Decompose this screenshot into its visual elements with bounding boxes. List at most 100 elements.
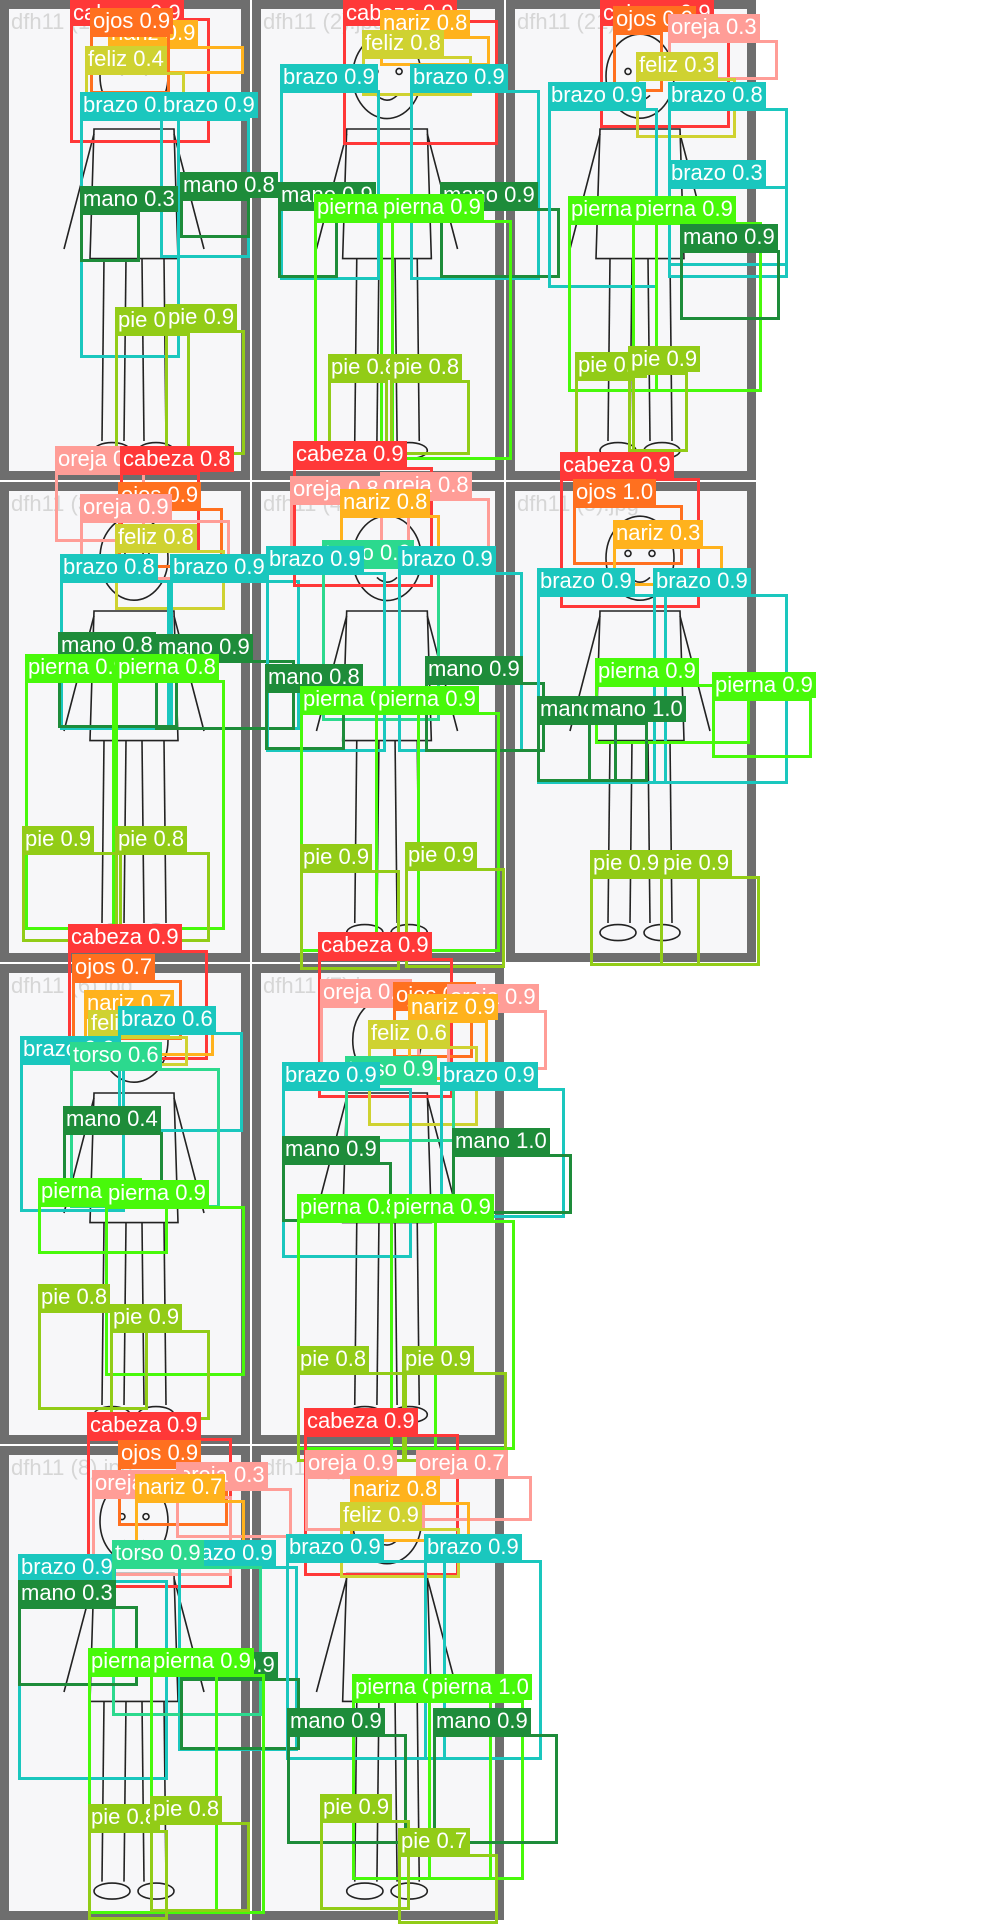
bbox-pie [88, 1830, 168, 1920]
bbox-label: mano 0.3 [80, 186, 178, 212]
bbox-label: ojos 0.9 [90, 8, 174, 34]
bbox-label: pie 0.9 [110, 1304, 183, 1330]
bbox-label: brazo 0.9 [424, 1534, 522, 1560]
bbox-mano [440, 208, 560, 278]
bbox-mano [452, 1154, 572, 1214]
bbox-mano [180, 198, 250, 238]
bbox-mano [155, 660, 295, 730]
bbox-brazo [668, 186, 788, 266]
bbox-label: pie 0.8 [88, 1804, 161, 1830]
bbox-label: brazo 0.9 [398, 546, 496, 572]
bbox-brazo [266, 572, 386, 752]
bbox-label: pie 0.9 [628, 346, 701, 372]
bbox-pierna [632, 222, 762, 392]
bbox-label: pierna 0.9 [712, 672, 816, 698]
bbox-label: nariz 0.8 [350, 1476, 441, 1502]
bbox-mano [537, 722, 617, 782]
bbox-label: pierna 0.9 [105, 1180, 209, 1206]
bbox-label: pie 0.9 [22, 826, 95, 852]
bbox-label: torso 0.9 [112, 1540, 204, 1566]
bbox-pie [590, 876, 700, 966]
bbox-pie [38, 1310, 148, 1410]
bbox-label: mano 0.4 [63, 1106, 161, 1132]
bbox-label: mano 0.9 [680, 224, 778, 250]
bbox-pierna [390, 1220, 515, 1450]
bbox-pie [660, 876, 760, 966]
bbox-label: feliz 0.3 [636, 52, 718, 78]
bbox-label: pierna 0.8 [297, 1194, 401, 1220]
bbox-label: brazo 0.9 [537, 568, 635, 594]
bbox-label: mano 0.9 [433, 1708, 531, 1734]
bbox-pie [390, 380, 470, 455]
bbox-label: oreja 0.7 [416, 1450, 508, 1476]
bbox-label: pierna 0.9 [632, 196, 736, 222]
bbox-label: ojos 0.7 [72, 954, 156, 980]
bbox-pierna [428, 1700, 524, 1880]
bbox-label: pie 0.8 [390, 354, 463, 380]
bbox-torso [112, 1566, 262, 1716]
bbox-label: feliz 0.9 [340, 1502, 422, 1528]
bbox-label: brazo 0.9 [80, 92, 178, 118]
bbox-label: cabeza 0.9 [560, 452, 674, 478]
bbox-label: mano 1.0 [588, 696, 686, 722]
bbox-label: brazo 0.9 [18, 1554, 116, 1580]
bbox-label: feliz 0.8 [362, 30, 444, 56]
bbox-label: torso 0.6 [70, 1042, 162, 1068]
bbox-label: ojos 0.9 [118, 1440, 202, 1466]
bbox-brazo [537, 594, 667, 784]
bbox-label: mano 0.8 [58, 632, 156, 658]
bbox-torso [345, 1082, 455, 1142]
bbox-label: mano 1.0 [452, 1128, 550, 1154]
bbox-pie [165, 330, 245, 455]
bbox-pierna [150, 1674, 265, 1914]
bbox-brazo [410, 90, 540, 280]
bbox-label: brazo 0.9 [548, 82, 646, 108]
bbox-label: brazo 0.9 [653, 568, 751, 594]
bbox-label: oreja 0.3 [668, 14, 760, 40]
bbox-label: brazo 0.9 [440, 1062, 538, 1088]
bbox-label: pierna 0.9 [595, 658, 699, 684]
bbox-label: brazo 0.8 [668, 82, 766, 108]
bbox-mano [433, 1734, 558, 1844]
bbox-label: pierna 0.8 [115, 654, 219, 680]
bbox-label: pie 0.8 [328, 354, 401, 380]
bbox-label: brazo 0.6 [118, 1006, 216, 1032]
bbox-pie [405, 868, 505, 968]
bbox-label: brazo 0.9 [286, 1534, 384, 1560]
bbox-torso [322, 566, 440, 721]
bbox-label: brazo 0.9 [280, 64, 378, 90]
bbox-label: pie 0.8 [150, 1796, 223, 1822]
bbox-pierna [375, 712, 500, 952]
bbox-pierna [712, 698, 812, 758]
bbox-label: pie 0.9 [590, 850, 663, 876]
bbox-mano [680, 250, 780, 320]
bbox-label: pierna 0.9 [390, 1194, 494, 1220]
bbox-pie [575, 378, 635, 458]
bbox-label: brazo 0.8 [60, 554, 158, 580]
bbox-pie [300, 870, 400, 970]
bbox-label: nariz 0.3 [613, 520, 704, 546]
bbox-label: pie 0.8 [297, 1346, 370, 1372]
bbox-pierna [38, 1204, 168, 1254]
bbox-label: pierna 0.9 [380, 194, 484, 220]
bbox-pierna [297, 1220, 437, 1450]
bbox-label: mano 0.8 [265, 664, 363, 690]
bbox-label: feliz 0.8 [115, 524, 197, 550]
bbox-label: pie 0.9 [660, 850, 733, 876]
bbox-label: pie 0.8 [38, 1284, 111, 1310]
bbox-label: pierna 0.9 [150, 1648, 254, 1674]
bbox-cabeza [318, 958, 453, 1098]
bbox-label: brazo 0.9 [266, 546, 364, 572]
bbox-label: pie 0.9 [320, 1794, 393, 1820]
bbox-label: pierna 1.0 [428, 1674, 532, 1700]
bbox-label: mano 0.9 [287, 1708, 385, 1734]
bbox-pie [110, 1330, 210, 1420]
bbox-label: cabeza 0.9 [304, 1408, 418, 1434]
bbox-label: brazo 0.9 [410, 64, 508, 90]
bbox-label: brazo 0.9 [170, 554, 268, 580]
bbox-label: mano 0.8 [180, 172, 278, 198]
bbox-label: brazo 0.3 [668, 160, 766, 186]
bbox-mano [80, 212, 140, 262]
bbox-label: oreja 0.9 [305, 1450, 397, 1476]
bbox-cabeza [293, 467, 433, 587]
